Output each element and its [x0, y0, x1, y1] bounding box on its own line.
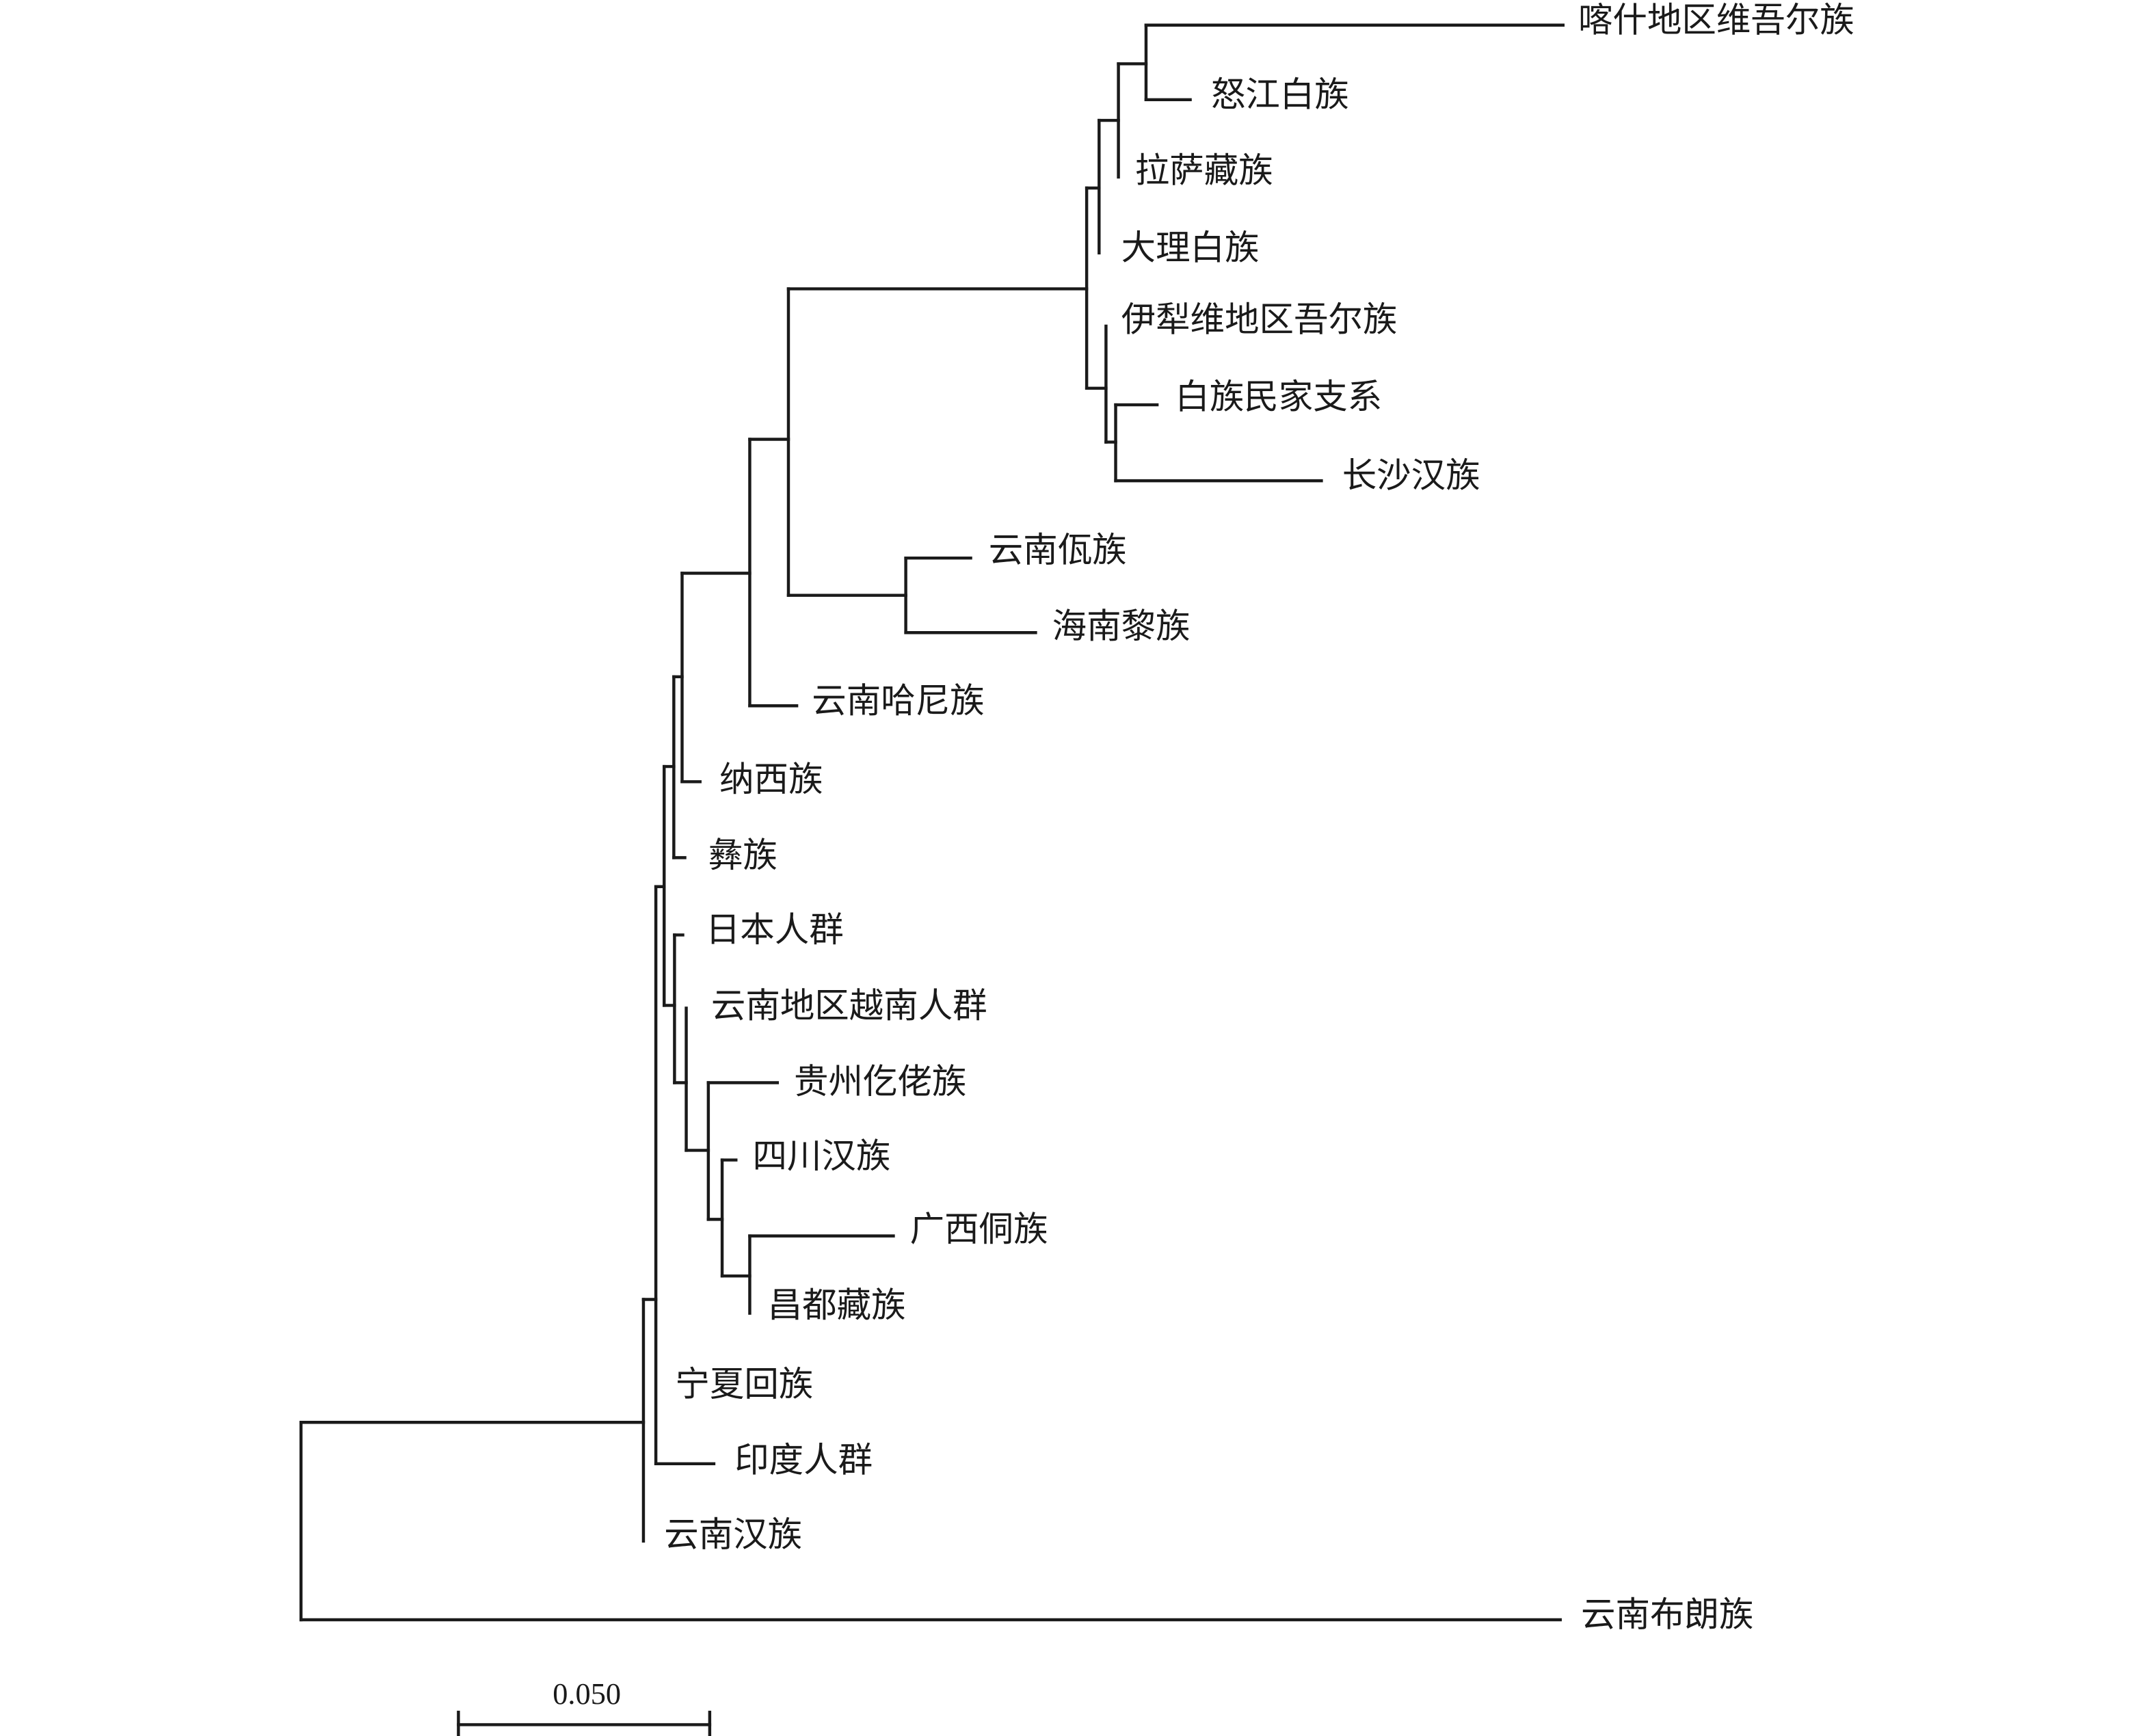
leaf-label-yi: 彝族	[708, 836, 777, 874]
scale-bar: 0.050	[457, 1677, 712, 1736]
leaf-label-yunnan-hani: 云南哈尼族	[812, 682, 984, 720]
leaf-label-bai-minjia: 白族民家支系	[1175, 378, 1382, 416]
leaf-label-dali-bai: 大理白族	[1121, 228, 1260, 267]
leaf-label-hainan-li: 海南黎族	[1052, 607, 1191, 645]
leaf-label-lhasa-tibetan: 拉萨藏族	[1135, 151, 1273, 189]
leaf-label-ili-uyghur: 伊犁维地区吾尔族	[1121, 300, 1398, 338]
leaf-label-changsha-han: 长沙汉族	[1342, 457, 1480, 495]
leaf-label-yunnan-vietnamese: 云南地区越南人群	[711, 987, 987, 1025]
leaf-label-kashgar-uyghur: 喀什地区维吾尔族	[1578, 1, 1854, 39]
leaf-label-yunnan-wa: 云南佤族	[989, 531, 1127, 570]
leaf-label-yunnan-blang: 云南布朗族	[1581, 1596, 1753, 1634]
leaf-label-indian: 印度人群	[734, 1441, 873, 1479]
leaf-label-guizhou-gelao: 贵州仡佬族	[794, 1063, 966, 1101]
leaf-label-guangxi-dong: 广西侗族	[910, 1210, 1048, 1248]
scale-bar-label: 0.050	[553, 1677, 621, 1711]
leaf-label-sichuan-han: 四川汉族	[752, 1137, 890, 1175]
leaf-labels: 喀什地区维吾尔族 怒江白族 拉萨藏族 大理白族 伊犁维地区吾尔族 白族民家支系 …	[664, 1, 1854, 1633]
tree-branches	[299, 23, 1565, 1622]
leaf-label-nujiang-bai: 怒江白族	[1211, 75, 1349, 113]
leaf-label-qamdo-tibetan: 昌都藏族	[768, 1286, 906, 1324]
leaf-label-naxi: 纳西族	[719, 760, 823, 799]
leaf-label-ningxia-hui: 宁夏回族	[675, 1365, 813, 1403]
leaf-label-yunnan-han: 云南汉族	[664, 1515, 802, 1553]
leaf-label-japanese: 日本人群	[706, 911, 844, 949]
